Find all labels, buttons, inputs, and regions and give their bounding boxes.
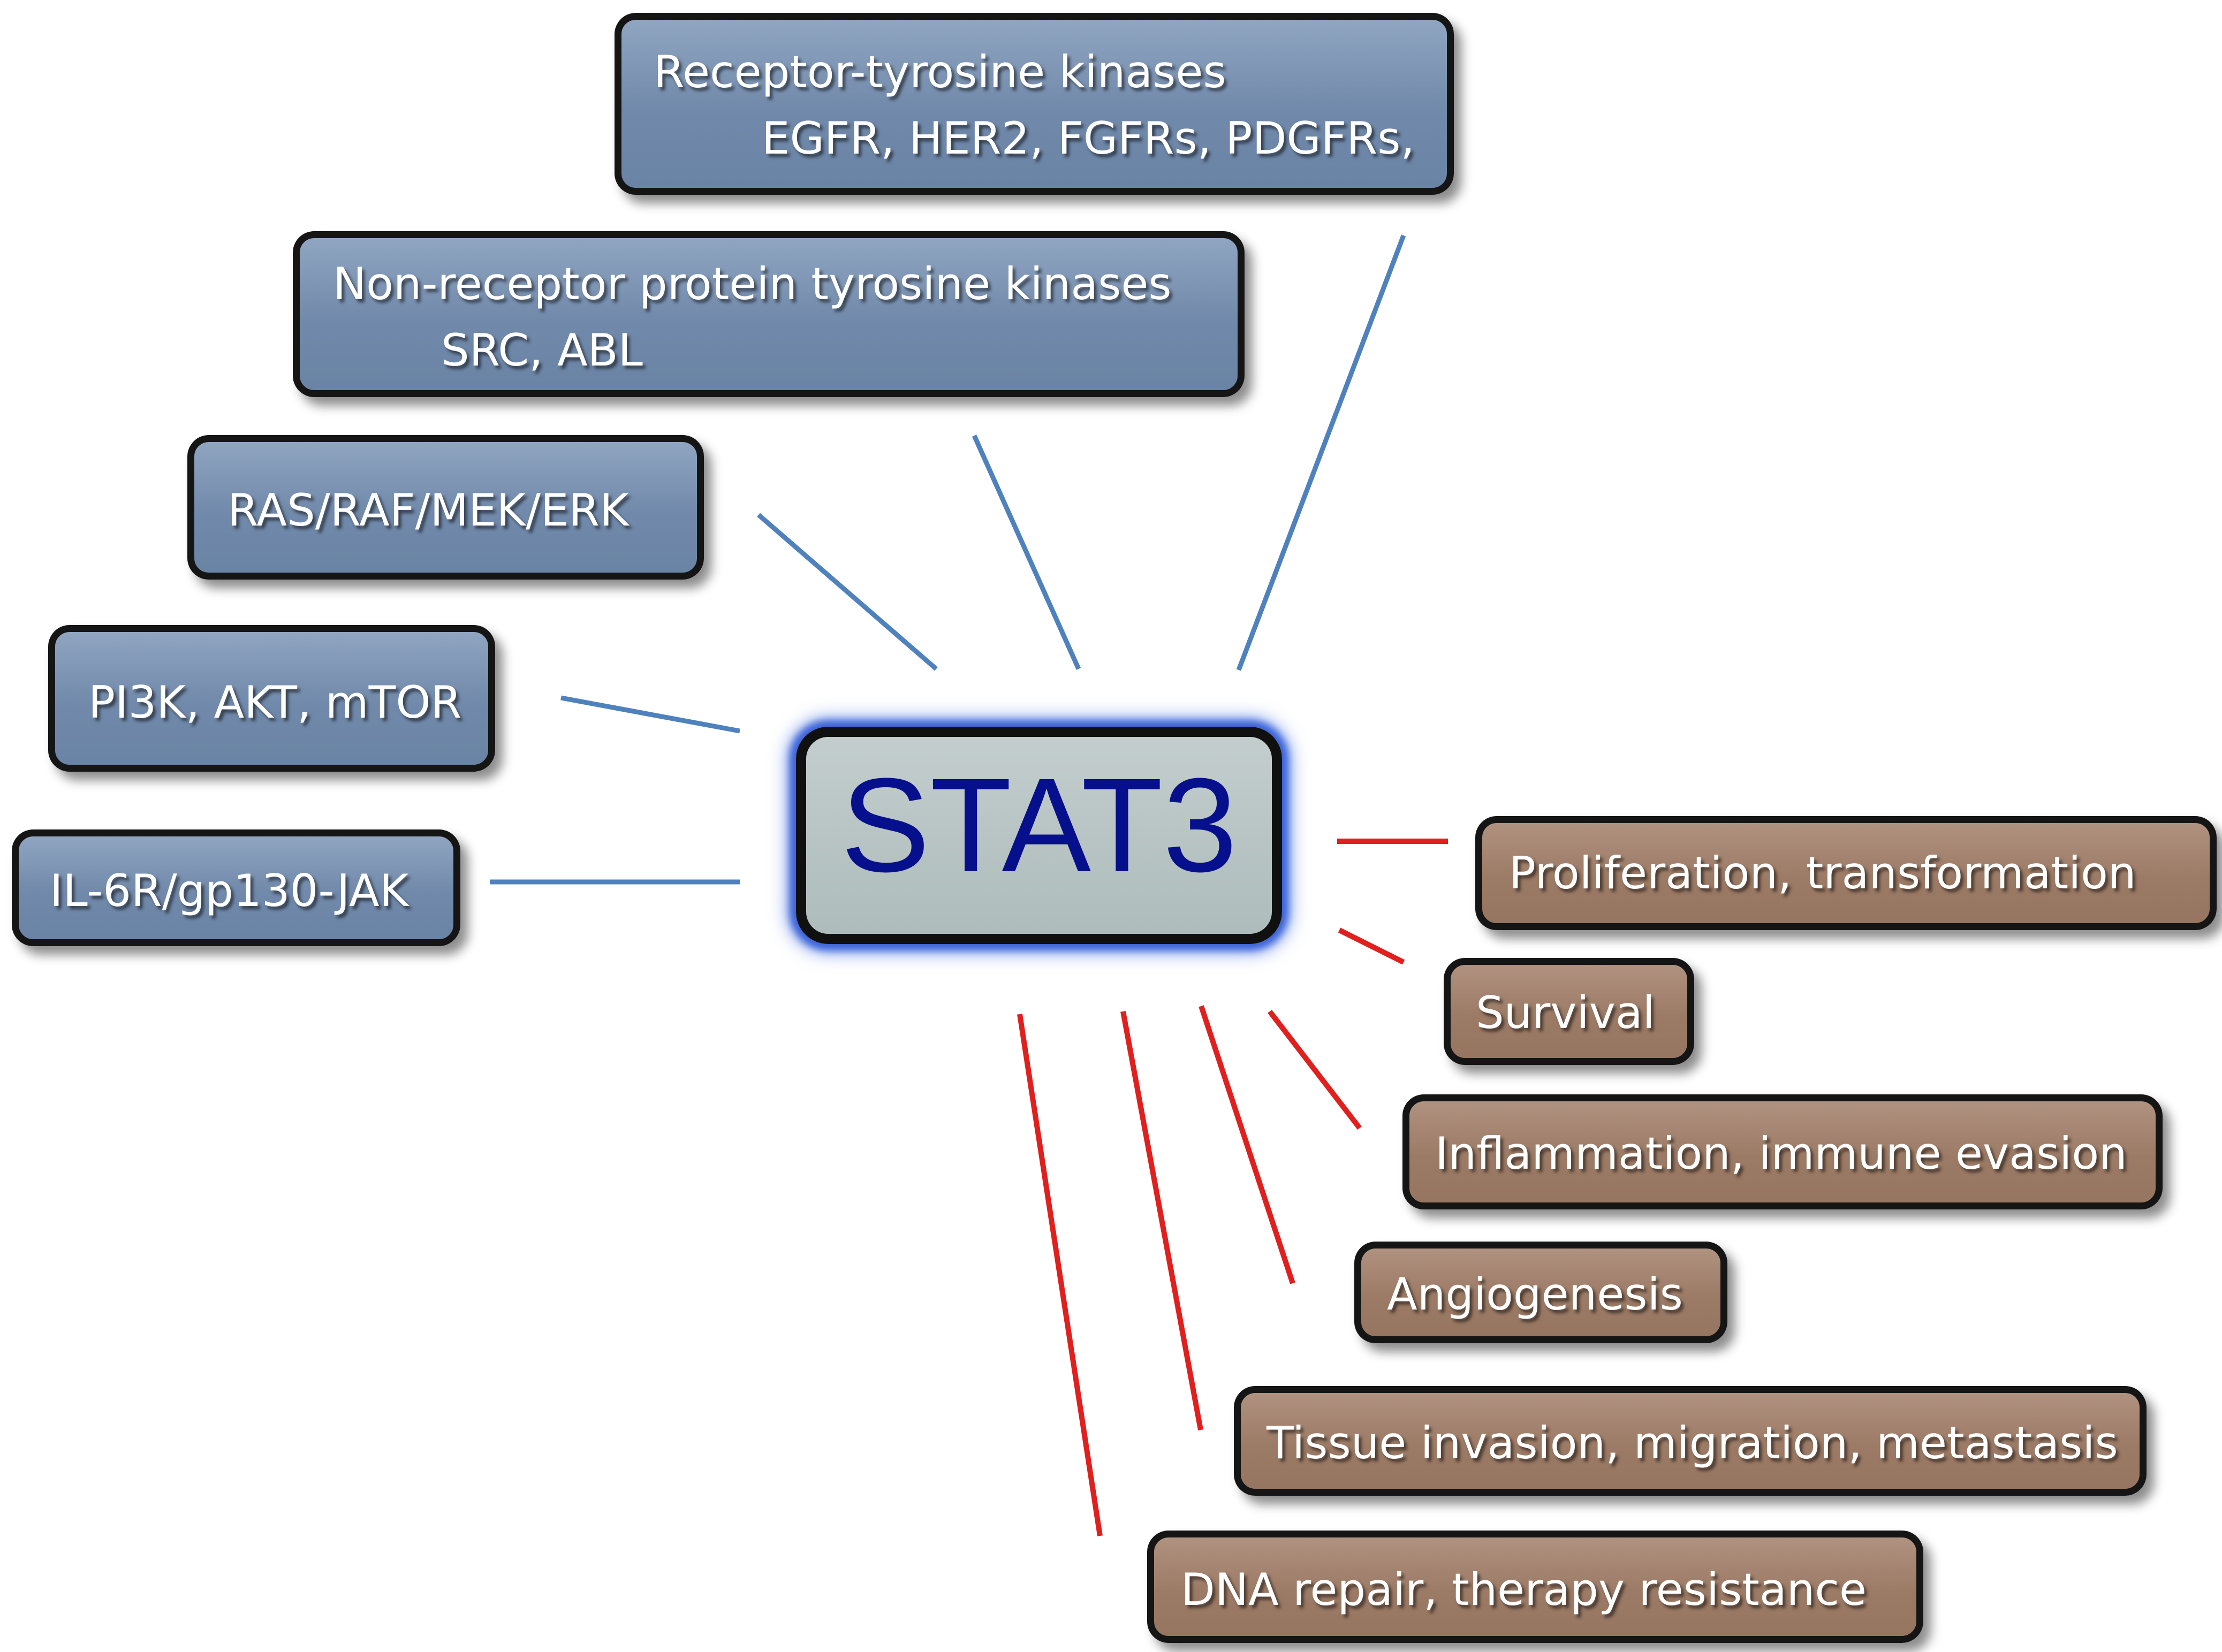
stat3-label: STAT3 <box>840 750 1238 900</box>
stat3-node: STAT3 <box>796 727 1282 944</box>
connector-pi3k <box>560 695 740 734</box>
output-dna-repair: DNA repair, therapy resistance <box>1147 1531 1923 1643</box>
input-ras-label: RAS/RAF/MEK/ERK <box>227 484 629 536</box>
input-rtk-title: Receptor-tyrosine kinases <box>654 46 1226 98</box>
input-ras-raf-mek-erk: RAS/RAF/MEK/ERK <box>187 435 704 580</box>
connector-rtk <box>1236 234 1406 671</box>
output-proliferation-transformation: Proliferation, transformation <box>1475 816 2217 930</box>
output-tissue-invasion: Tissue invasion, migration, metastasis <box>1234 1386 2147 1496</box>
output-inflammation-label: Inflammation, immune evasion <box>1435 1128 2127 1179</box>
connector-dna-repair <box>1017 1014 1103 1536</box>
input-rtk-examples: EGFR, HER2, FGFRs, PDGFRs, <box>762 112 1415 164</box>
input-il6r-label: IL-6R/gp130-JAK <box>50 865 409 917</box>
input-pi3k-akt-mtor: PI3K, AKT, mTOR <box>48 625 495 772</box>
input-il6r-gp130-jak: IL-6R/gp130-JAK <box>12 829 460 946</box>
connector-survival <box>1338 927 1405 965</box>
output-angiogenesis-label: Angiogenesis <box>1387 1268 1683 1320</box>
connector-nrptk <box>972 435 1081 670</box>
connector-ras <box>757 513 938 671</box>
input-nrptk-title: Non-receptor protein tyrosine kinases <box>333 258 1172 310</box>
input-non-receptor-tyrosine-kinases: Non-receptor protein tyrosine kinases SR… <box>293 231 1245 397</box>
input-receptor-tyrosine-kinases: Receptor-tyrosine kinases EGFR, HER2, FG… <box>615 13 1454 195</box>
connector-inflammation <box>1268 1009 1362 1130</box>
output-tissue-invasion-label: Tissue invasion, migration, metastasis <box>1267 1417 2118 1469</box>
connector-angiogenesis <box>1199 1005 1295 1284</box>
output-dna-repair-label: DNA repair, therapy resistance <box>1181 1564 1867 1616</box>
output-survival-label: Survival <box>1476 987 1655 1039</box>
input-pi3k-label: PI3K, AKT, mTOR <box>88 676 462 728</box>
output-angiogenesis: Angiogenesis <box>1354 1242 1727 1343</box>
output-inflammation-immune-evasion: Inflammation, immune evasion <box>1402 1094 2163 1209</box>
output-survival: Survival <box>1444 958 1694 1065</box>
connector-tissue-invasion <box>1120 1011 1203 1430</box>
input-nrptk-examples: SRC, ABL <box>441 324 643 376</box>
output-proliferation-label: Proliferation, transformation <box>1509 847 2136 899</box>
